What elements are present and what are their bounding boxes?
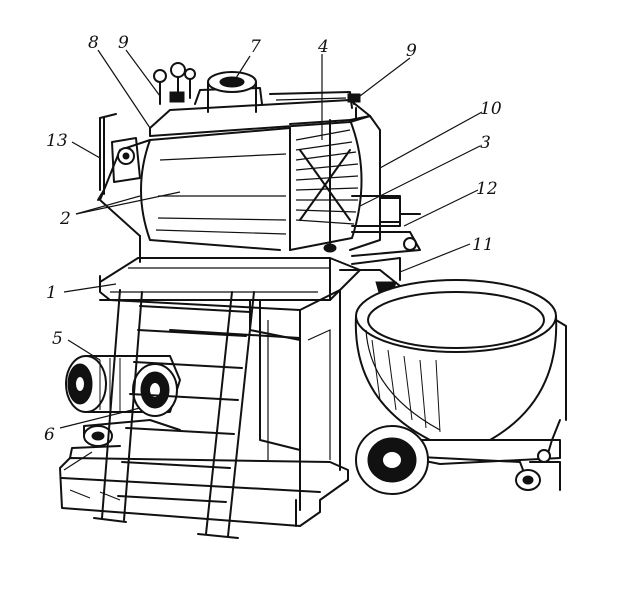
label-1: 1 [46,283,57,303]
label-3: 3 [480,133,491,153]
label-4: 4 [317,37,329,57]
label-11: 11 [472,235,494,255]
top-table [99,257,361,301]
callout-labels: 1 2 3 4 5 6 7 8 9 9 10 11 12 13 [44,33,502,445]
label-5: 5 [52,329,63,349]
label-9-right: 9 [406,41,417,61]
top-cover [149,71,371,137]
ladder [93,275,255,539]
motor [65,355,181,447]
bowl-trolley [355,425,561,495]
label-10: 10 [480,99,502,119]
side-pipe [97,113,141,201]
label-2: 2 [59,209,71,229]
valve-right [347,93,361,119]
mixing-trough [99,127,291,263]
label-9-left: 9 [118,33,129,53]
leader-lines [59,49,483,429]
label-12: 12 [476,179,498,199]
label-6: 6 [44,425,55,445]
label-8: 8 [88,33,99,53]
label-13: 13 [46,131,68,151]
label-7: 7 [250,37,261,57]
valve-left [153,62,196,105]
